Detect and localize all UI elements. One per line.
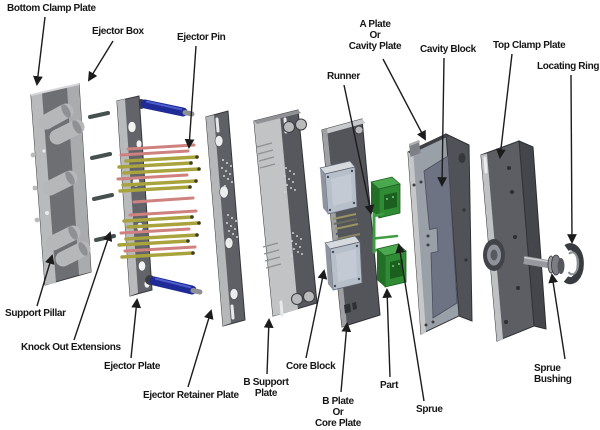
arrow-ejector-retainer-plate xyxy=(187,309,214,388)
arrow-ejector-plate xyxy=(130,298,142,359)
label-part: Part xyxy=(380,380,399,391)
arrow-b-plate xyxy=(340,322,352,393)
label-support-pillar: Support Pillar xyxy=(5,308,66,319)
label-ejector-pin: Ejector Pin xyxy=(177,32,226,43)
arrow-part xyxy=(382,288,393,378)
molded-part-lower xyxy=(376,243,407,288)
core-block-upper xyxy=(319,160,358,215)
label-cavity-block: Cavity Block xyxy=(420,44,476,55)
ejector-pins-lower-cluster xyxy=(117,209,201,259)
molded-part-upper xyxy=(370,176,401,219)
label-bottom-clamp-plate: Bottom Clamp Plate xyxy=(7,3,96,14)
label-core-block: Core Block xyxy=(286,361,336,372)
label-b-plate: B Plate Or Core Plate xyxy=(315,396,361,429)
locating-ring xyxy=(563,243,584,285)
label-ejector-retainer-plate: Ejector Retainer Plate xyxy=(143,390,239,401)
b-support-plate xyxy=(253,109,318,317)
support-pillars xyxy=(38,103,91,267)
arrow-sprue-bushing xyxy=(548,273,566,360)
arrow-ejector-box xyxy=(87,40,114,82)
ejector-retainer-plate xyxy=(205,110,246,327)
label-knock-out-extensions: Knock Out Extensions xyxy=(21,342,121,353)
arrow-top-clamp-plate xyxy=(496,53,513,159)
return-pin-bottom xyxy=(149,276,203,295)
arrow-locating-ring xyxy=(567,74,577,244)
insert-stripes xyxy=(332,213,361,240)
sprue-bushing xyxy=(523,254,565,276)
ejector-plate-assembly xyxy=(116,95,203,297)
label-sprue-bushing: Sprue Bushing xyxy=(534,363,572,385)
cavity-block-insert xyxy=(423,155,458,319)
arrow-support-pillar xyxy=(36,254,55,307)
label-runner: Runner xyxy=(327,71,360,82)
cavity-plate xyxy=(407,133,473,335)
return-pin-top xyxy=(140,99,195,117)
arrow-sprue xyxy=(395,243,425,402)
core-plate xyxy=(319,118,381,328)
label-top-clamp-plate: Top Clamp Plate xyxy=(493,40,566,51)
arrow-bottom-clamp-plate xyxy=(33,16,46,86)
bottom-clamp-plate xyxy=(30,83,116,286)
top-clamp-plate xyxy=(480,140,547,342)
label-ejector-plate: Ejector Plate xyxy=(104,361,161,372)
arrow-cavity-block xyxy=(437,57,448,187)
arrow-ejector-pin xyxy=(184,45,197,149)
label-locating-ring: Locating Ring xyxy=(537,61,600,72)
label-ejector-box: Ejector Box xyxy=(92,26,144,37)
arrow-runner xyxy=(343,84,375,215)
label-sprue: Sprue xyxy=(416,404,443,415)
ejector-pins-upper-cluster xyxy=(116,143,201,193)
sprue-boss xyxy=(483,239,505,271)
arrow-b-support-plate xyxy=(263,318,274,375)
arrow-knock-out-extensions xyxy=(73,231,113,341)
arrow-a-plate xyxy=(382,58,426,141)
leader-arrows xyxy=(33,16,577,402)
label-b-support-plate: B Support Plate xyxy=(243,377,289,399)
core-block-lower xyxy=(324,235,363,291)
arrow-core-block xyxy=(305,269,328,359)
label-a-plate: A Plate Or Cavity Plate xyxy=(348,19,402,52)
knock-out-extension-pins xyxy=(88,111,116,242)
